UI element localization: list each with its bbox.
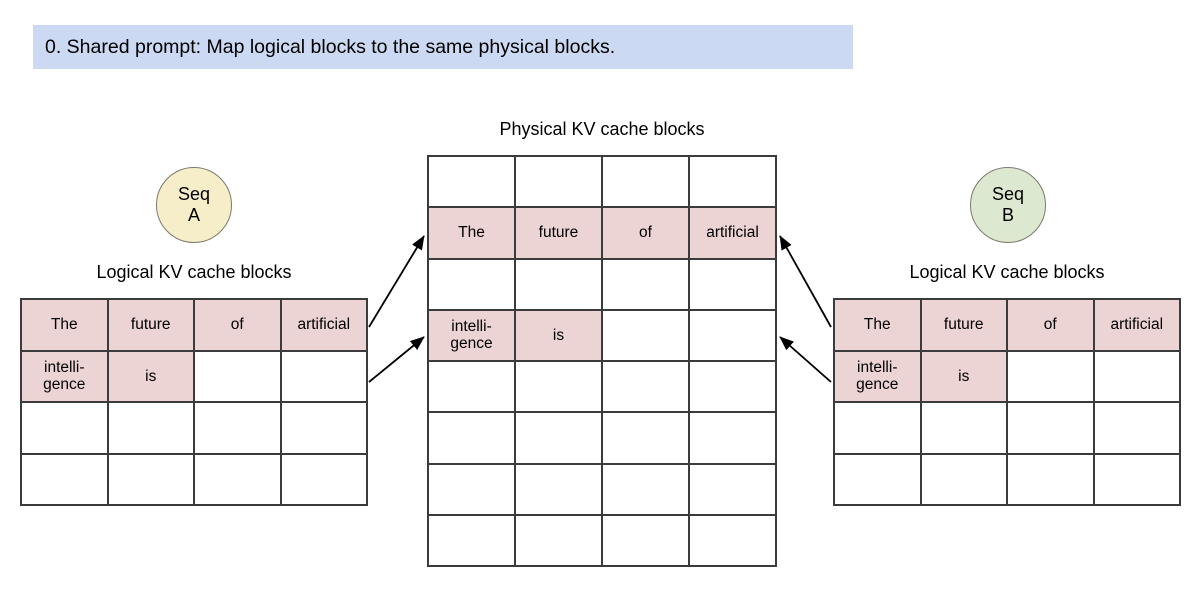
block-cell-empty	[835, 403, 922, 455]
block-cell-empty	[429, 259, 516, 311]
block-cell-empty	[429, 413, 516, 465]
block-cell-empty	[1094, 351, 1181, 403]
block-cell-empty	[690, 362, 777, 414]
block-cell-empty	[281, 351, 368, 403]
block-cell-empty	[516, 413, 603, 465]
block-cell-empty	[921, 454, 1008, 506]
seq-b-label-line2: B	[1001, 205, 1014, 225]
block-cell-empty	[108, 403, 195, 455]
seq-b-logical-blocks-heading: Logical KV cache blocks	[909, 262, 1105, 282]
seq-b-row2-to-physical-row4	[779, 336, 832, 383]
block-cell-token: The	[429, 208, 516, 260]
block-cell-token: future	[516, 208, 603, 260]
block-cell-empty	[1008, 403, 1095, 455]
block-cell-empty	[603, 259, 690, 311]
block-cell-token: is	[108, 351, 195, 403]
block-cell-token: intelli-gence	[835, 351, 922, 403]
block-cell-empty	[603, 464, 690, 516]
block-cell-empty	[921, 403, 1008, 455]
block-cell-token: is	[516, 310, 603, 362]
block-cell-token: future	[108, 300, 195, 352]
block-cell-empty	[690, 464, 777, 516]
block-cell-token: is	[921, 351, 1008, 403]
block-cell-token: intelli-gence	[429, 310, 516, 362]
block-cell-empty	[516, 515, 603, 567]
block-cell-token: artificial	[281, 300, 368, 352]
block-cell-empty	[516, 464, 603, 516]
block-cell-token: of	[1008, 300, 1095, 352]
seq-a-logical-blocks-heading: Logical KV cache blocks	[96, 262, 292, 282]
block-cell-token: of	[603, 208, 690, 260]
block-cell-empty	[281, 454, 368, 506]
block-cell-empty	[603, 515, 690, 567]
seq-a-row2-to-physical-row4	[368, 336, 425, 383]
block-cell-empty	[195, 454, 282, 506]
block-cell-empty	[516, 157, 603, 209]
seq-b-badge: Seq B	[970, 167, 1046, 243]
shared-prompt-text: 0. Shared prompt: Map logical blocks to …	[45, 35, 616, 58]
block-cell-empty	[22, 403, 109, 455]
block-cell-empty	[22, 454, 109, 506]
block-cell-empty	[195, 351, 282, 403]
block-cell-empty	[429, 157, 516, 209]
block-cell-empty	[603, 157, 690, 209]
block-cell-empty	[281, 403, 368, 455]
block-cell-empty	[690, 157, 777, 209]
block-cell-token: artificial	[690, 208, 777, 260]
block-cell-empty	[429, 515, 516, 567]
seq-a-row1-to-physical-row2	[368, 235, 425, 328]
block-cell-token: of	[195, 300, 282, 352]
block-cell-empty	[1094, 403, 1181, 455]
block-cell-empty	[603, 413, 690, 465]
block-cell-empty	[516, 259, 603, 311]
block-cell-empty	[195, 403, 282, 455]
block-cell-empty	[690, 259, 777, 311]
block-cell-empty	[516, 362, 603, 414]
seq-a-label-line2: A	[187, 205, 200, 225]
block-cell-empty	[690, 310, 777, 362]
block-cell-token: artificial	[1094, 300, 1181, 352]
block-cell-token: intelli-gence	[22, 351, 109, 403]
physical-blocks-heading: Physical KV cache blocks	[499, 119, 705, 139]
block-cell-empty	[690, 515, 777, 567]
block-cell-token: future	[921, 300, 1008, 352]
block-cell-empty	[835, 454, 922, 506]
block-cell-empty	[1008, 454, 1095, 506]
block-cell-empty	[429, 464, 516, 516]
shared-prompt-banner: 0. Shared prompt: Map logical blocks to …	[33, 25, 853, 69]
block-cell-empty	[690, 413, 777, 465]
block-cell-empty	[603, 310, 690, 362]
block-cell-token: The	[835, 300, 922, 352]
block-cell-token: The	[22, 300, 109, 352]
seq-b-label-line1: Seq	[991, 184, 1025, 204]
block-cell-empty	[1094, 454, 1181, 506]
seq-a-label-line1: Seq	[177, 184, 211, 204]
block-cell-empty	[108, 454, 195, 506]
seq-a-badge: Seq A	[156, 167, 232, 243]
seq-b-row1-to-physical-row2	[779, 235, 832, 328]
block-cell-empty	[603, 362, 690, 414]
block-cell-empty	[429, 362, 516, 414]
block-cell-empty	[1008, 351, 1095, 403]
